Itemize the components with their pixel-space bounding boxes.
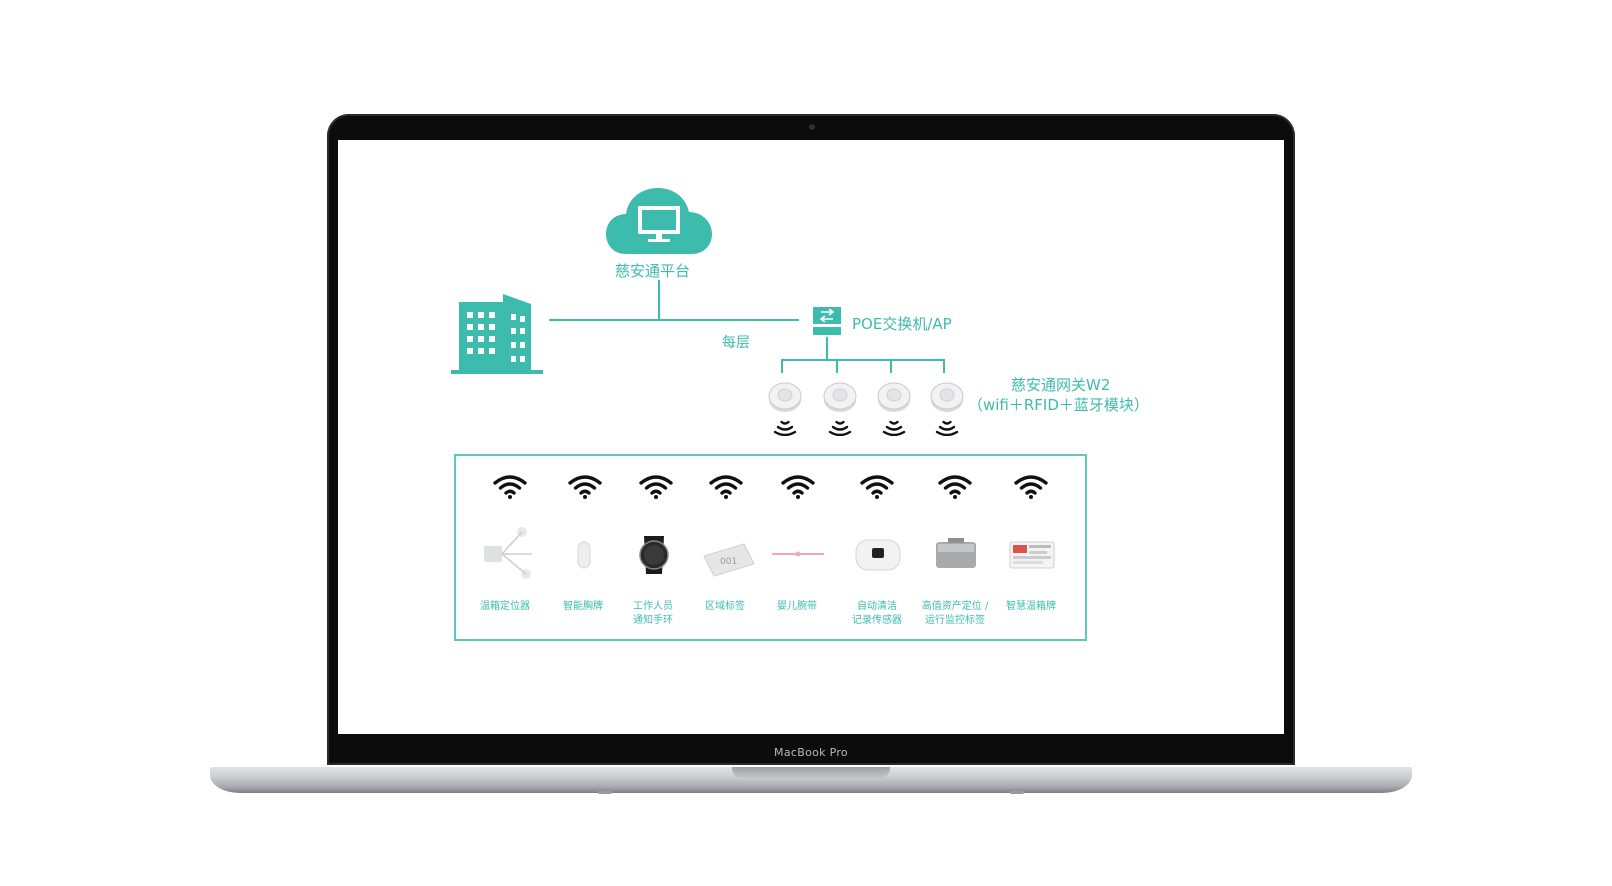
signal-wave-icon [935,418,959,436]
signal-wave-icon [828,418,852,436]
smart-badge-icon [556,526,612,582]
camera-dot [809,124,815,130]
cloud-link-line [658,280,660,320]
gateway-device-icon [930,380,964,414]
wifi-icon [568,474,602,500]
svg-text:001: 001 [720,557,737,567]
building-icon [451,290,543,374]
wifi-icon [781,474,815,500]
infant-wristband-icon [770,526,826,582]
device-label: 智慧温箱牌 [986,600,1076,614]
switch-icon [813,307,841,335]
wifi-icon [1014,474,1048,500]
gateway-device-icon [823,380,857,414]
gateway-label-line2: （wifi＋RFID＋蓝牙模块） [968,394,1149,415]
gateway-drop-2 [836,359,838,373]
signal-wave-icon [882,418,906,436]
incubator-locator-icon [478,526,534,582]
wristband-watch-icon [626,526,682,582]
cleaning-sensor-icon [850,526,906,582]
gateway-bus-line [781,359,945,361]
laptop-lid: 慈安通平台 每层 [327,114,1295,765]
asset-tag-icon [928,526,984,582]
gateway-label-line1: 慈安通网关W2 [1011,374,1110,395]
switch-down-line [826,337,828,359]
trackpad-notch [732,767,890,778]
laptop-screen: 慈安通平台 每层 [338,140,1284,734]
laptop-foot-right [1010,791,1024,794]
backbone-line [549,319,799,321]
gateway-device-icon [877,380,911,414]
floor-label: 每层 [722,332,750,352]
device-label: 自动清洁 记录传感器 [832,600,922,628]
brand-label: MacBook Pro [327,746,1295,759]
wifi-icon [860,474,894,500]
gateway-device-icon [768,380,802,414]
area-tag-icon: 001 [700,526,756,582]
device-label: 温箱定位器 [460,600,550,614]
laptop-base [210,767,1412,793]
switch-label: POE交换机/AP [852,313,952,334]
signal-wave-icon [773,418,797,436]
gateway-drop-3 [890,359,892,373]
wifi-icon [493,474,527,500]
wifi-icon [709,474,743,500]
gateway-drop-1 [781,359,783,373]
device-label: 婴儿腕带 [752,600,842,614]
smart-incubator-sign-icon [1004,526,1060,582]
wifi-icon [938,474,972,500]
wifi-icon [639,474,673,500]
laptop-foot-left [598,791,612,794]
gateway-drop-4 [943,359,945,373]
platform-label: 慈安通平台 [615,260,690,281]
cloud-monitor-icon [606,184,712,256]
